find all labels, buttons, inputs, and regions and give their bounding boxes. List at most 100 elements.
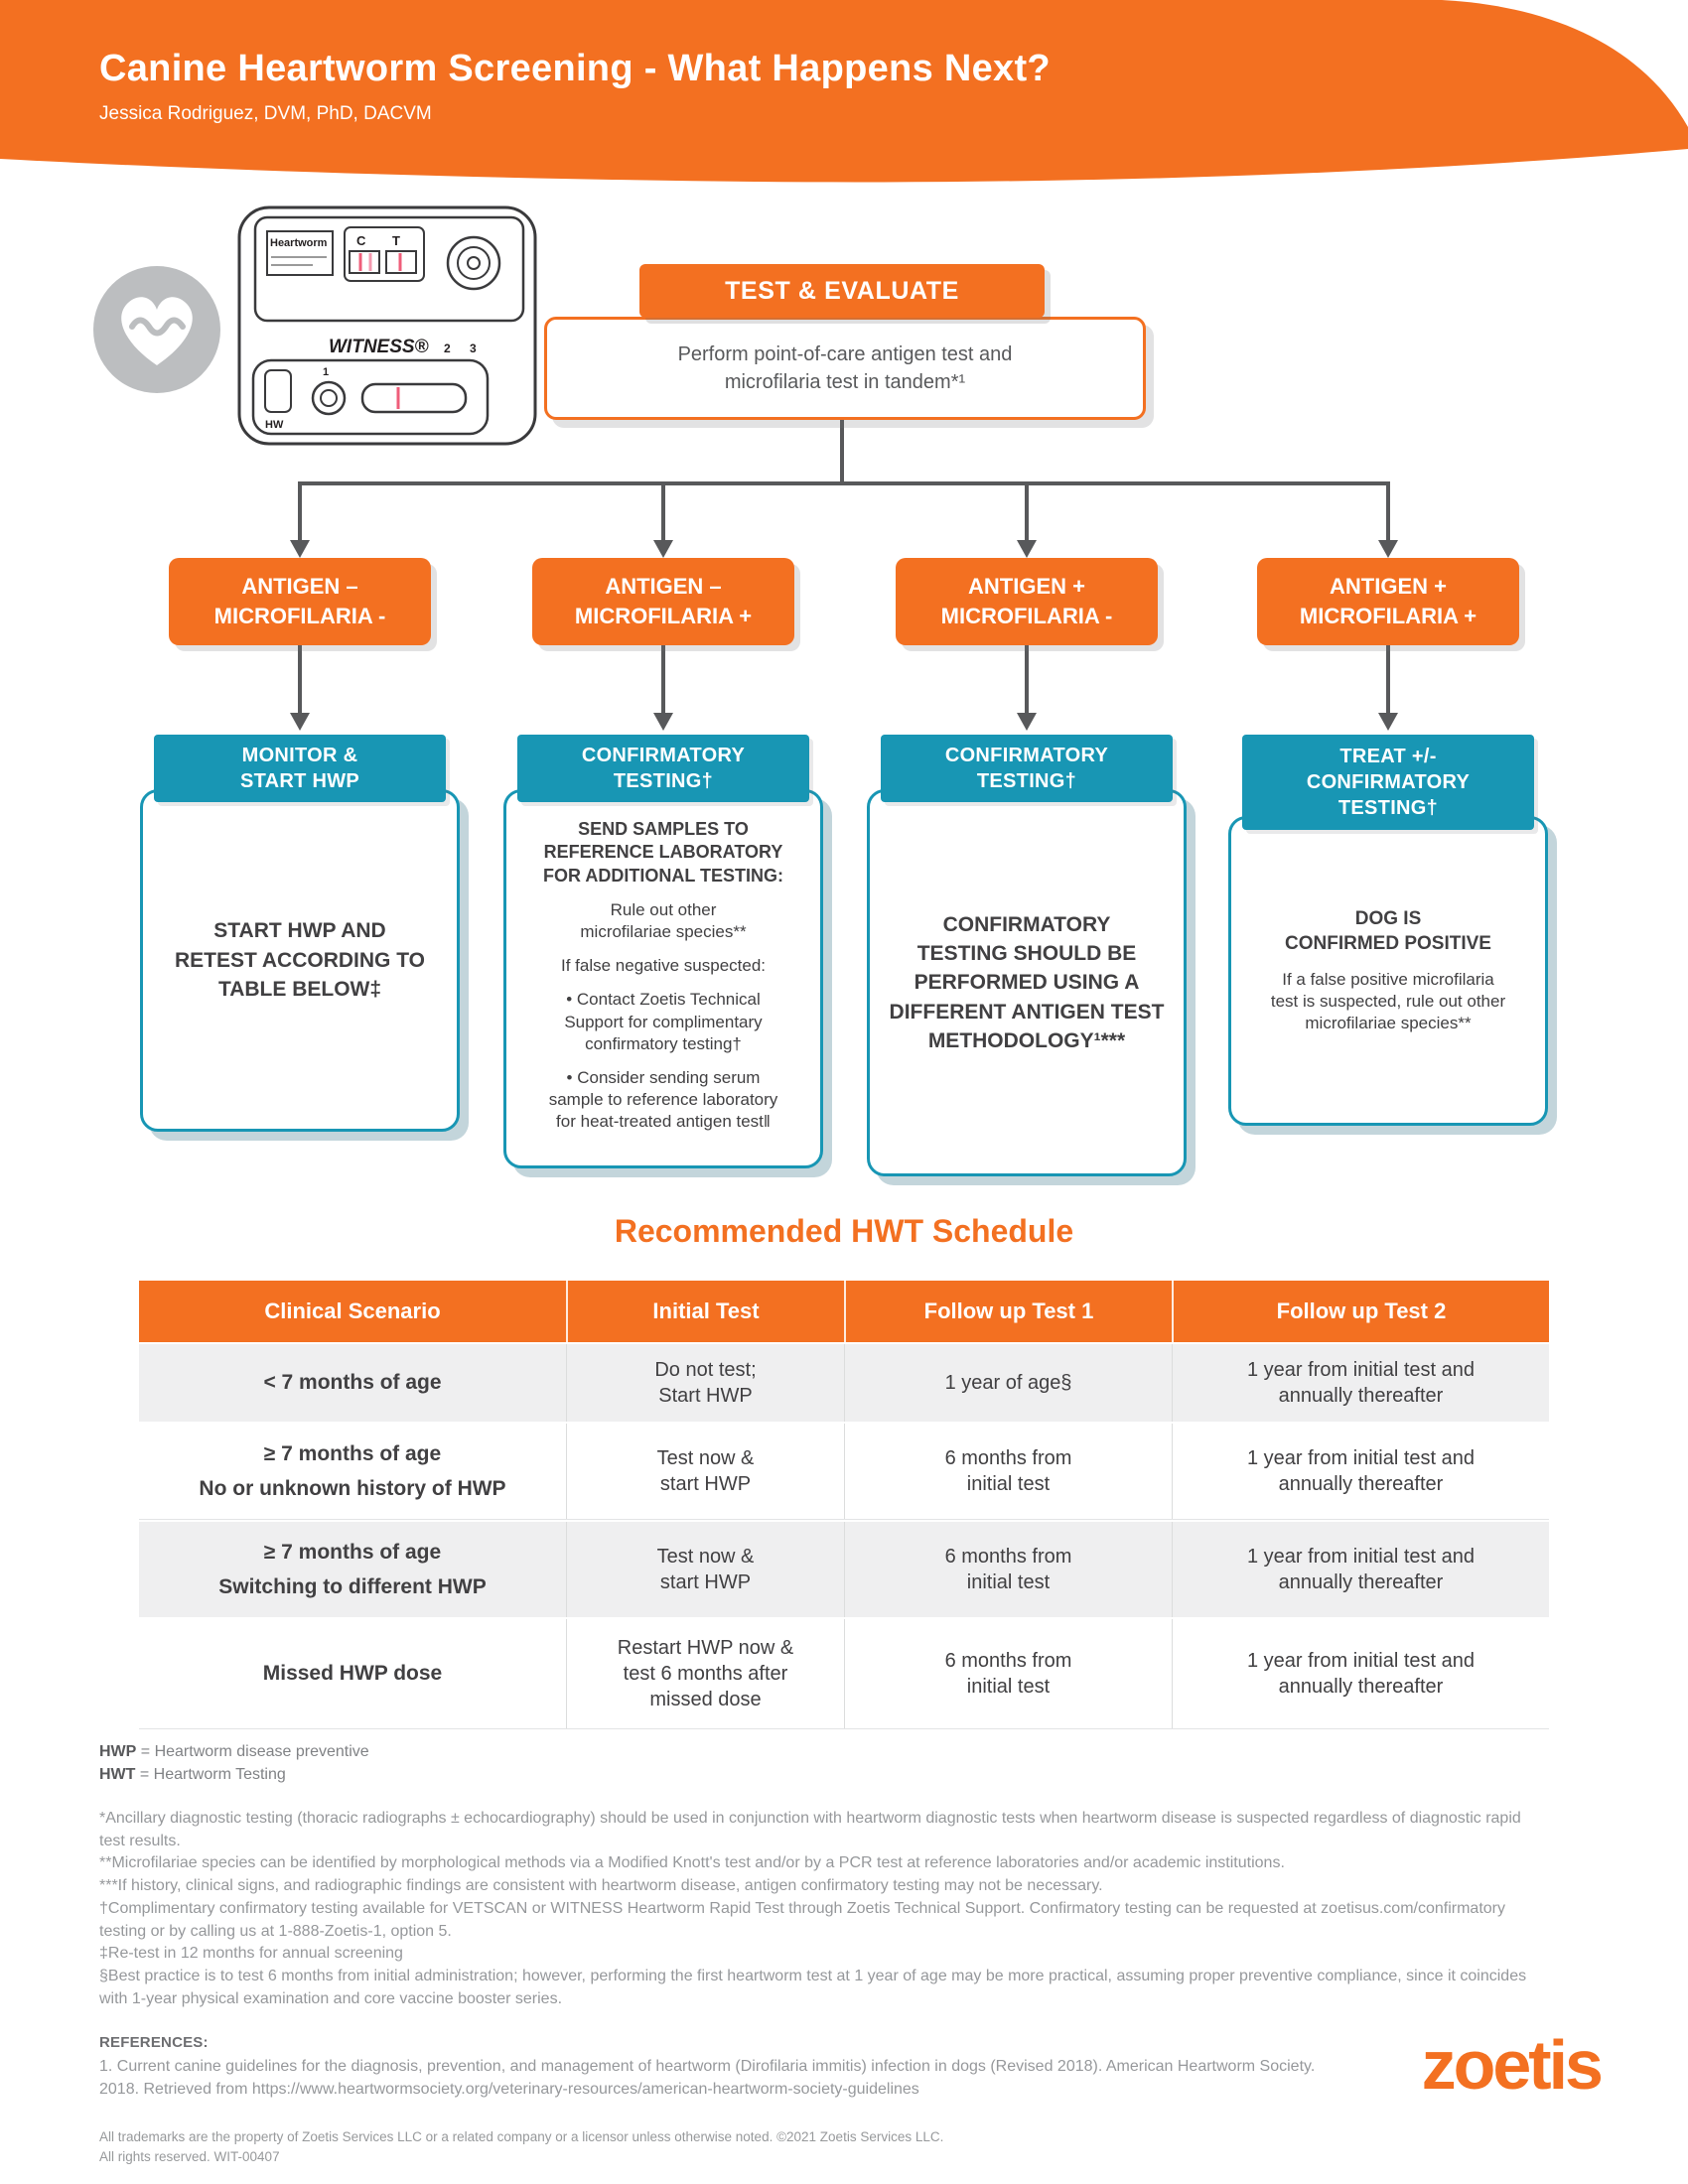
branch-detail-text: START HWP AND RETEST ACCORDING TO TABLE … <box>174 919 425 1002</box>
table-header-row: Clinical Scenario Initial Test Follow up… <box>139 1281 1549 1342</box>
cell-initial-test: Test now & start HWP <box>566 1522 844 1617</box>
definition-hwt: HWT = Heartworm Testing <box>99 1766 1549 1784</box>
page-author: Jessica Rodriguez, DVM, PhD, DACVM <box>99 103 432 124</box>
scenario-line-1: < 7 months of age <box>263 1371 442 1395</box>
references: REFERENCES: 1. Current canine guidelines… <box>99 2034 1549 2101</box>
col-header-clinical-scenario: Clinical Scenario <box>139 1281 566 1342</box>
cell-scenario: ≥ 7 months of age Switching to different… <box>139 1522 566 1617</box>
result-antigen-neg-microfilaria-neg: ANTIGEN – MICROFILARIA - <box>169 558 431 645</box>
abbreviation-definitions: HWP = Heartworm disease preventive HWT =… <box>99 1743 1549 1784</box>
device-heartworm-label: Heartworm <box>270 237 328 249</box>
legal-line-2: All rights reserved. WIT-00407 <box>99 2149 280 2165</box>
table-row: < 7 months of age Do not test; Start HWP… <box>139 1342 1549 1422</box>
action-confirmatory-testing: CONFIRMATORY TESTING† <box>517 735 809 802</box>
reference-item: 1. Current canine guidelines for the dia… <box>99 2058 1316 2099</box>
table-row: ≥ 7 months of age No or unknown history … <box>139 1422 1549 1520</box>
scenario-line-1: Missed HWP dose <box>262 1662 443 1686</box>
branch-detail-monitor: START HWP AND RETEST ACCORDING TO TABLE … <box>140 789 460 1132</box>
definition-text: = Heartworm disease preventive <box>136 1743 369 1760</box>
table-row: Missed HWP dose Restart HWP now & test 6… <box>139 1617 1549 1729</box>
cell-followup-1: 1 year of age§ <box>844 1344 1172 1422</box>
zoetis-logo: zoetis <box>1421 2026 1604 2104</box>
footnote: *Ancillary diagnostic testing (thoracic … <box>99 1810 1521 1849</box>
cell-initial-test: Restart HWP now & test 6 months after mi… <box>566 1619 844 1728</box>
hw-slot <box>264 369 292 413</box>
result-antigen-pos-microfilaria-pos: ANTIGEN + MICROFILARIA + <box>1257 558 1519 645</box>
scenario-line-2: Switching to different HWP <box>218 1574 487 1598</box>
branch-detail-paragraph: If a false positive microfilaria test is… <box>1270 969 1506 1032</box>
table-row: ≥ 7 months of age Switching to different… <box>139 1520 1549 1617</box>
strip-window <box>349 250 380 274</box>
heartbeat-wave-icon <box>129 317 186 337</box>
step-3-label: 3 <box>470 341 477 355</box>
cell-followup-1: 6 months from initial test <box>844 1522 1172 1617</box>
definition-text: = Heartworm Testing <box>135 1766 286 1783</box>
cell-scenario: ≥ 7 months of age No or unknown history … <box>139 1424 566 1519</box>
footnote: ‡Re-test in 12 months for annual screeni… <box>99 1945 403 1963</box>
sample-well <box>446 235 501 291</box>
cell-followup-2: 1 year from initial test and annually th… <box>1172 1619 1549 1728</box>
schedule-title: Recommended HWT Schedule <box>614 1213 1074 1249</box>
heartbeat-icon <box>93 266 220 393</box>
branch-detail-heading: DOG IS CONFIRMED POSITIVE <box>1285 908 1491 954</box>
sample-well-center <box>467 256 481 270</box>
branch-detail-send-samples: SEND SAMPLES TO REFERENCE LABORATORY FOR… <box>503 789 823 1168</box>
legal-line-1: All trademarks are the property of Zoeti… <box>99 2128 944 2144</box>
branch-detail-bullet: • Consider sending serum sample to refer… <box>548 1067 778 1131</box>
cell-initial-test: Test now & start HWP <box>566 1424 844 1519</box>
col-header-initial-test: Initial Test <box>566 1281 844 1342</box>
action-confirmatory-testing: CONFIRMATORY TESTING† <box>881 735 1173 802</box>
branch-detail-different-methodology: CONFIRMATORY TESTING SHOULD BE PERFORMED… <box>867 789 1187 1176</box>
branch-detail-paragraph: Rule out other microfilariae species** <box>580 900 747 942</box>
witness-test-device-illustration: Heartworm C T WITNESS® 2 3 HW 1 <box>237 205 537 446</box>
header-band <box>0 0 1688 183</box>
cell-followup-2: 1 year from initial test and annually th… <box>1172 1344 1549 1422</box>
scenario-line-1: ≥ 7 months of age <box>263 1442 442 1466</box>
step-1-label: 1 <box>323 366 329 378</box>
footnote-section: HWP = Heartworm disease preventive HWT =… <box>99 1743 1549 2167</box>
hwt-schedule-table: Clinical Scenario Initial Test Follow up… <box>139 1281 1549 1729</box>
cell-followup-2: 1 year from initial test and annually th… <box>1172 1522 1549 1617</box>
base-well <box>311 380 347 416</box>
sample-label-box <box>266 230 334 276</box>
result-antigen-pos-microfilaria-neg: ANTIGEN + MICROFILARIA - <box>896 558 1158 645</box>
definition-term: HWP <box>99 1743 137 1760</box>
strip-t-label: T <box>392 233 400 248</box>
test-evaluate-header: TEST & EVALUATE <box>639 264 1045 318</box>
branch-detail-heading: SEND SAMPLES TO REFERENCE LABORATORY FOR… <box>543 819 783 886</box>
cell-scenario: Missed HWP dose <box>139 1619 566 1728</box>
branch-detail-confirmed-positive: DOG IS CONFIRMED POSITIVE If a false pos… <box>1228 816 1548 1126</box>
cell-followup-2: 1 year from initial test and annually th… <box>1172 1424 1549 1519</box>
result-antigen-neg-microfilaria-pos: ANTIGEN – MICROFILARIA + <box>532 558 794 645</box>
cell-scenario: < 7 months of age <box>139 1344 566 1422</box>
footnote: §Best practice is to test 6 months from … <box>99 1968 1527 2007</box>
base-result-window <box>360 382 468 414</box>
branch-detail-text: CONFIRMATORY TESTING SHOULD BE PERFORMED… <box>889 912 1165 1053</box>
definition-hwp: HWP = Heartworm disease preventive <box>99 1743 1549 1761</box>
strip-c-label: C <box>356 233 366 248</box>
branch-detail-bullet: • Contact Zoetis Technical Support for c… <box>564 990 763 1053</box>
action-treat-confirmatory-testing: TREAT +/- CONFIRMATORY TESTING† <box>1242 735 1534 830</box>
footnote: †Complimentary confirmatory testing avai… <box>99 1899 1505 1940</box>
header: Canine Heartworm Screening - What Happen… <box>99 48 1051 125</box>
col-header-followup-1: Follow up Test 1 <box>844 1281 1172 1342</box>
footnotes: *Ancillary diagnostic testing (thoracic … <box>99 1808 1549 2010</box>
scenario-line-2: No or unknown history of HWP <box>199 1476 506 1500</box>
cell-followup-1: 6 months from initial test <box>844 1619 1172 1728</box>
definition-term: HWT <box>99 1766 136 1783</box>
footnote: ***If history, clinical signs, and radio… <box>99 1877 1103 1895</box>
test-evaluate-body: Perform point-of-care antigen test and m… <box>544 317 1146 420</box>
references-heading: REFERENCES: <box>99 2034 209 2052</box>
sample-well-ring <box>457 246 491 280</box>
branch-detail-paragraph: If false negative suspected: <box>560 956 767 976</box>
witness-brand-text: WITNESS® <box>329 337 429 357</box>
action-monitor-start-hwp: MONITOR & START HWP <box>154 735 446 802</box>
flow-connector-arrows <box>290 420 1398 731</box>
hw-label: HW <box>265 419 284 431</box>
arrowheads <box>290 540 1398 731</box>
col-header-followup-2: Follow up Test 2 <box>1172 1281 1549 1342</box>
cell-initial-test: Do not test; Start HWP <box>566 1344 844 1422</box>
legal-text: All trademarks are the property of Zoeti… <box>99 2127 1053 2168</box>
base-well-ring <box>320 389 338 407</box>
